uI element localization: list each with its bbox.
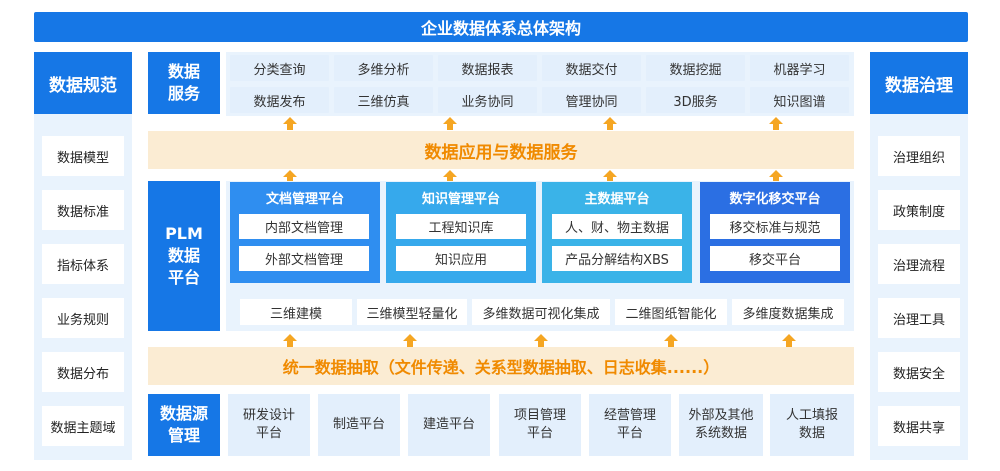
data-source-label-line1: 数据源 (159, 404, 208, 423)
platform-item[interactable]: 移交平台 (710, 246, 840, 271)
data-source-line1: 研发设计 (242, 408, 295, 423)
tool-cell[interactable]: 三维模型轻量化 (357, 299, 467, 325)
data-source-cell[interactable]: 项目管理 平台 (499, 394, 581, 456)
left-sidebar-item[interactable]: 指标体系 (42, 244, 124, 284)
right-sidebar-item[interactable]: 数据共享 (878, 406, 960, 446)
left-sidebar-item[interactable]: 数据模型 (42, 136, 124, 176)
service-cell[interactable]: 知识图谱 (750, 87, 849, 113)
data-service-label-line2: 服务 (167, 84, 200, 103)
platform-item[interactable]: 外部文档管理 (239, 246, 369, 271)
platform-title: 知识管理平台 (421, 191, 500, 207)
data-source-cell[interactable]: 建造平台 (408, 394, 490, 456)
data-source-cell[interactable]: 经营管理 平台 (589, 394, 671, 456)
tool-cell[interactable]: 多维数据可视化集成 (472, 299, 610, 325)
left-sidebar-item[interactable]: 数据标准 (42, 190, 124, 230)
plm-label-line1: PLM (165, 224, 203, 243)
platform-item[interactable]: 产品分解结构XBS (552, 246, 682, 271)
data-source-line1: 建造平台 (422, 417, 475, 432)
arrow-up-icon (603, 117, 617, 130)
data-source-cell[interactable]: 制造平台 (318, 394, 400, 456)
service-cell[interactable]: 业务协同 (438, 87, 537, 113)
data-source-line2: 数据 (798, 426, 825, 441)
left-sidebar-item[interactable]: 数据主题域 (42, 406, 124, 446)
left-sidebar-heading: 数据规范 (34, 52, 132, 114)
service-cell[interactable]: 数据挖掘 (646, 55, 745, 81)
plm-label-line3: 平台 (167, 268, 200, 287)
arrow-up-icon (769, 117, 783, 130)
data-source-line2: 平台 (616, 426, 643, 441)
data-source-line1: 人工填报 (785, 408, 838, 423)
service-cell[interactable]: 机器学习 (750, 55, 849, 81)
right-sidebar-item[interactable]: 治理流程 (878, 244, 960, 284)
arrow-up-icon (603, 170, 617, 183)
left-sidebar-item[interactable]: 数据分布 (42, 352, 124, 392)
left-sidebar-item[interactable]: 业务规则 (42, 298, 124, 338)
data-source-line1: 制造平台 (332, 417, 385, 432)
data-source-line1: 外部及其他 (688, 408, 754, 423)
right-sidebar-heading: 数据治理 (870, 52, 968, 114)
plm-label-line2: 数据 (167, 246, 200, 265)
right-sidebar-item[interactable]: 政策制度 (878, 190, 960, 230)
arrow-up-icon (664, 334, 678, 347)
right-sidebar-item[interactable]: 数据安全 (878, 352, 960, 392)
platform-title: 文档管理平台 (265, 191, 344, 207)
tool-cell[interactable]: 三维建模 (240, 299, 352, 325)
arrow-up-icon (534, 334, 548, 347)
extraction-band: 统一数据抽取（文件传递、关系型数据抽取、日志收集......） (148, 347, 854, 385)
data-source-line2: 系统数据 (694, 426, 747, 441)
data-source-line1: 项目管理 (513, 408, 566, 423)
arrow-up-icon (283, 170, 297, 183)
arrow-up-icon (782, 334, 796, 347)
service-cell[interactable]: 管理协同 (542, 87, 641, 113)
data-service-label-line1: 数据 (167, 62, 200, 81)
data-source-cell[interactable]: 外部及其他 系统数据 (679, 394, 763, 456)
data-source-line2: 平台 (526, 426, 553, 441)
arrow-up-icon (403, 334, 417, 347)
data-source-line1: 经营管理 (603, 408, 656, 423)
page-title: 企业数据体系总体架构 (34, 12, 968, 42)
platform-item[interactable]: 移交标准与规范 (710, 214, 840, 239)
service-cell[interactable]: 数据报表 (438, 55, 537, 81)
tool-cell[interactable]: 多维度数据集成 (732, 299, 844, 325)
platform-item[interactable]: 工程知识库 (396, 214, 526, 239)
platform-title: 数字化移交平台 (729, 191, 821, 207)
arrow-up-icon (283, 334, 297, 347)
service-cell[interactable]: 三维仿真 (334, 87, 433, 113)
platform-title: 主数据平台 (584, 191, 650, 207)
data-source-label: 数据源 管理 (148, 394, 220, 456)
platform-item[interactable]: 知识应用 (396, 246, 526, 271)
data-service-panel (226, 52, 854, 116)
data-source-cell[interactable]: 研发设计 平台 (228, 394, 310, 456)
application-band: 数据应用与数据服务 (148, 131, 854, 169)
arrow-up-icon (769, 170, 783, 183)
service-cell[interactable]: 3D服务 (646, 87, 745, 113)
right-sidebar-item[interactable]: 治理工具 (878, 298, 960, 338)
data-source-label-line2: 管理 (167, 426, 200, 445)
service-cell[interactable]: 分类查询 (230, 55, 329, 81)
plm-label: PLM 数据 平台 (148, 181, 220, 331)
arrow-up-icon (283, 117, 297, 130)
data-source-cell[interactable]: 人工填报 数据 (770, 394, 854, 456)
service-cell[interactable]: 数据交付 (542, 55, 641, 81)
data-source-line2: 平台 (255, 426, 282, 441)
tool-cell[interactable]: 二维图纸智能化 (615, 299, 727, 325)
right-sidebar-item[interactable]: 治理组织 (878, 136, 960, 176)
service-cell[interactable]: 数据发布 (230, 87, 329, 113)
arrow-up-icon (443, 170, 457, 183)
data-service-label: 数据 服务 (148, 52, 220, 114)
platform-item[interactable]: 内部文档管理 (239, 214, 369, 239)
arrow-up-icon (443, 117, 457, 130)
service-cell[interactable]: 多维分析 (334, 55, 433, 81)
platform-item[interactable]: 人、财、物主数据 (552, 214, 682, 239)
